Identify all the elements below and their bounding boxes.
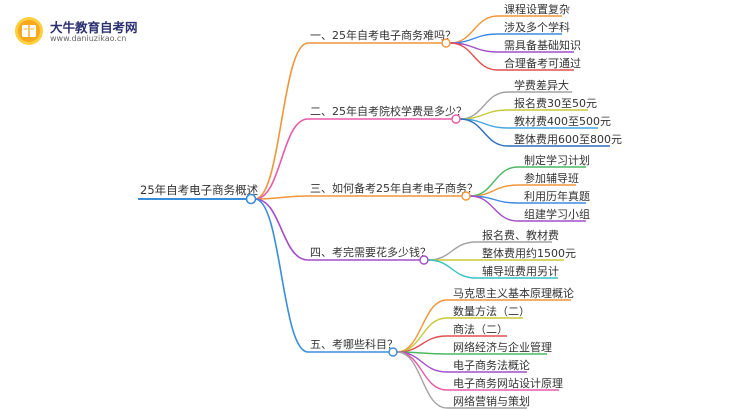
child-label: 网络营销与策划	[453, 394, 530, 408]
child-label: 电子商务法概论	[453, 358, 530, 372]
child-label: 整体费用约1500元	[482, 246, 576, 260]
child-connector	[459, 118, 509, 147]
branch-node	[388, 347, 398, 357]
book-icon	[15, 17, 43, 45]
child-label: 参加辅导班	[524, 171, 579, 185]
child-label: 报名费、教材费	[482, 228, 559, 242]
child-label: 合理备考可通过	[504, 56, 581, 70]
branch-connector	[254, 118, 309, 200]
child-connector	[396, 317, 448, 353]
child-label: 马克思主义基本原理概论	[453, 286, 574, 300]
child-connector	[396, 351, 448, 373]
branch-connector	[254, 42, 309, 200]
branch-label: 一、25年自考电子商务难吗？	[310, 28, 456, 42]
child-label: 电子商务网站设计原理	[453, 376, 563, 390]
branch-label: 二、25年自考院校学费是多少？	[310, 104, 467, 118]
brand-name: 大牛教育自考网	[50, 20, 138, 35]
brand-logo: 大牛教育自考网 www.daniuzikao.cn	[10, 14, 190, 48]
child-label: 组建学习小组	[524, 207, 590, 221]
child-label: 制定学习计划	[524, 153, 590, 167]
child-label: 报名费30至50元	[514, 96, 597, 110]
child-label: 利用历年真题	[524, 189, 590, 203]
child-connector	[469, 195, 519, 222]
child-connector	[449, 42, 499, 71]
branch-connector	[254, 195, 309, 200]
branch-connector	[254, 198, 309, 353]
branch-connector	[254, 198, 309, 261]
branch-label: 三、如何备考25年自考电子商务？	[310, 181, 478, 195]
branch-label: 五、考哪些科目？	[310, 337, 398, 351]
root-node	[245, 193, 257, 205]
child-label: 数量方法（二）	[453, 304, 530, 318]
child-connector	[427, 259, 477, 279]
child-label: 课程设置复杂	[504, 2, 570, 16]
child-label: 需具备基础知识	[504, 38, 581, 52]
child-connector	[427, 241, 477, 261]
branch-label: 四、考完需要花多少钱？	[310, 245, 431, 259]
branch-node	[451, 114, 461, 124]
branch-node	[419, 255, 429, 265]
branch-node	[461, 191, 471, 201]
child-label: 整体费用600至800元	[514, 132, 622, 146]
child-label: 商法（二）	[453, 322, 508, 336]
brand-url: www.daniuzikao.cn	[50, 34, 127, 43]
child-label: 教材费400至500元	[514, 114, 611, 128]
root-topic: 25年自考电子商务概述	[140, 183, 259, 197]
child-label: 学费差异大	[514, 78, 569, 92]
child-label: 涉及多个学科	[504, 20, 570, 34]
branch-node	[441, 38, 451, 48]
child-label: 网络经济与企业管理	[453, 340, 552, 354]
child-connector	[396, 351, 448, 409]
child-label: 辅导班费用另计	[482, 264, 559, 278]
